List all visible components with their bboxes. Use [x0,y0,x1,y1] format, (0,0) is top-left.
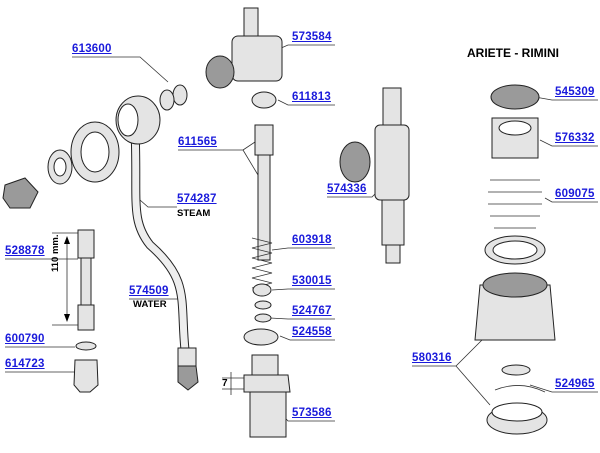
part-link-614723[interactable]: 614723 [5,358,45,370]
drawn-parts-center [205,7,410,438]
part-link-603918[interactable]: 603918 [292,234,332,246]
drawn-parts-right [474,84,556,435]
part-link-576332[interactable]: 576332 [555,132,595,144]
part-link-524767[interactable]: 524767 [292,305,332,317]
part-link-611813[interactable]: 611813 [292,91,331,103]
part-link-580316[interactable]: 580316 [412,352,452,364]
part-link-574287[interactable]: 574287 [177,193,217,205]
part-link-600790[interactable]: 600790 [5,333,45,345]
part-link-524965[interactable]: 524965 [555,378,595,390]
steam-note: STEAM [177,208,211,219]
water-note: WATER [133,299,167,310]
part-link-574509[interactable]: 574509 [129,285,169,297]
part-link-611565[interactable]: 611565 [178,136,217,148]
part-link-545309[interactable]: 545309 [555,86,595,98]
part-link-528878[interactable]: 528878 [5,245,45,257]
part-link-613600[interactable]: 613600 [72,43,112,55]
part-link-573584[interactable]: 573584 [292,31,332,43]
part-link-609075[interactable]: 609075 [555,188,595,200]
tube-length-dimension: 110 mm. [50,234,61,273]
part-link-573586[interactable]: 573586 [292,407,332,419]
part-link-524558[interactable]: 524558 [292,326,332,338]
drawn-parts-left [2,84,199,393]
leader-lines [5,44,598,422]
part-link-530015[interactable]: 530015 [292,275,332,287]
thread-dimension: 7 [222,378,228,389]
model-title: ARIETE - RIMINI [467,46,559,60]
part-link-574336[interactable]: 574336 [327,183,367,195]
